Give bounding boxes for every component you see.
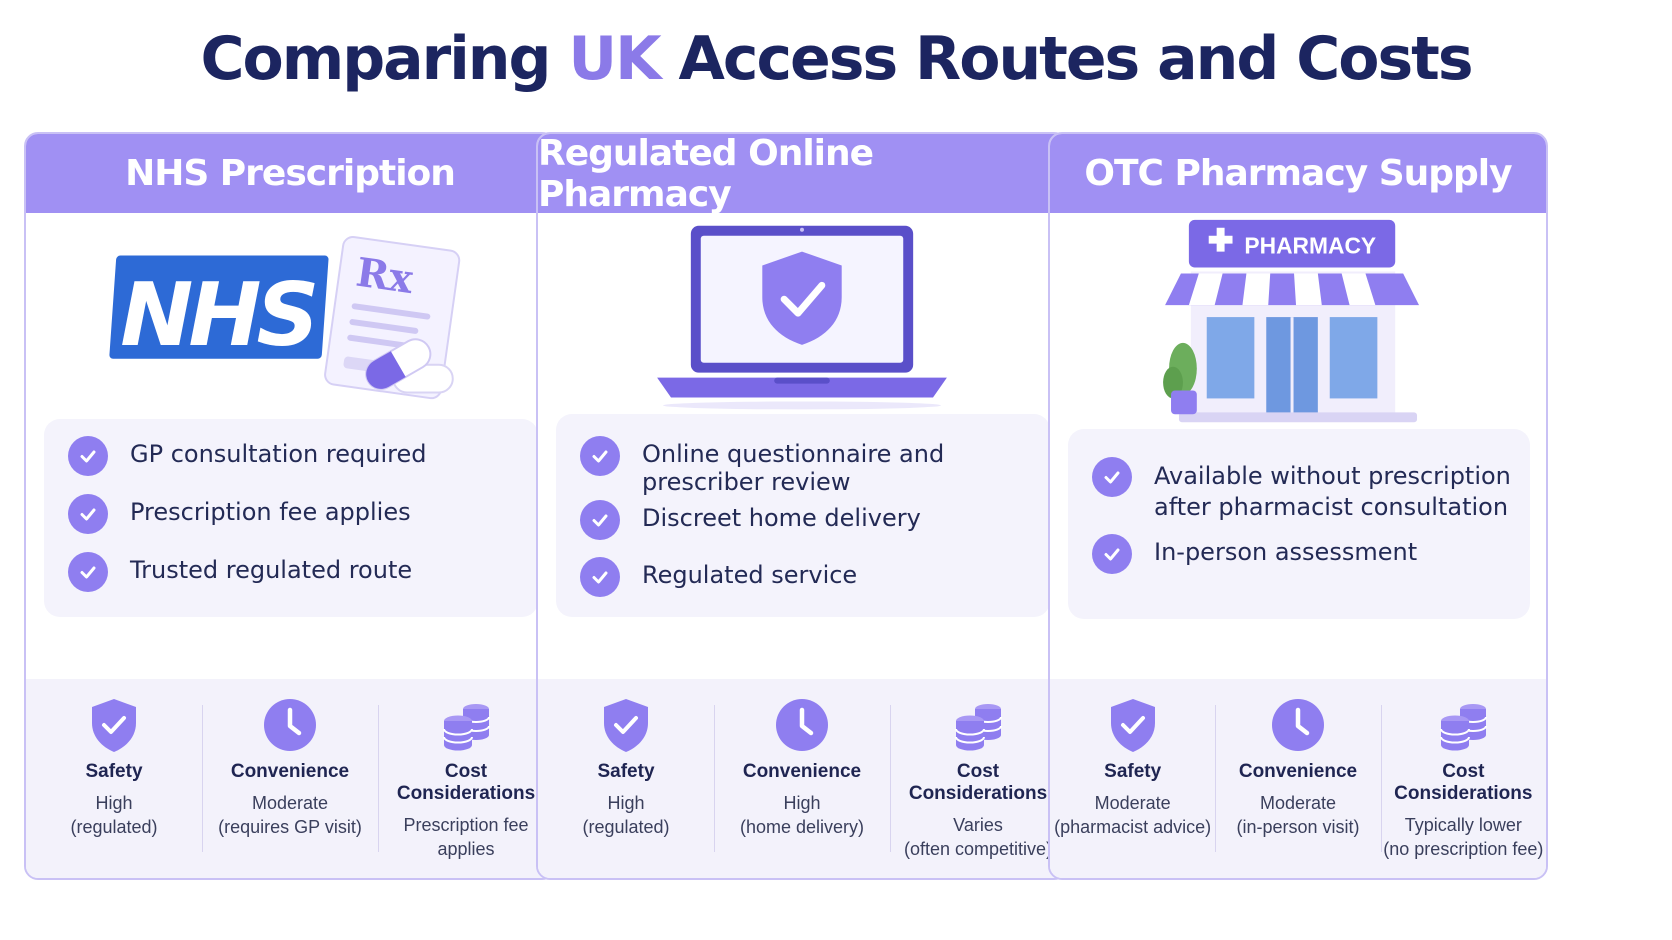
feature-text: Trusted regulated route — [130, 556, 413, 584]
stat-safety: Safety High (regulated) — [538, 679, 714, 878]
feature-text: GP consultation required — [130, 440, 427, 468]
feature-list: Online questionnaire and prescriber revi… — [556, 414, 1050, 617]
stat-convenience: Convenience High (home delivery) — [714, 679, 890, 878]
feature-text: Regulated service — [642, 561, 858, 589]
card-header: Regulated Online Pharmacy — [538, 132, 1066, 215]
card-header: OTC Pharmacy Supply — [1050, 134, 1546, 213]
stat-cost: Cost Considerations Prescription fee app… — [378, 679, 554, 878]
stat-value: High (home delivery) — [739, 793, 865, 837]
stat-value: Prescription fee applies — [403, 815, 529, 859]
coins-stack-icon — [1440, 704, 1488, 751]
stat-label: Safety — [85, 761, 143, 782]
card-nhs-prescription: NHS Prescription Rx NHS — [24, 132, 556, 880]
shield-check-icon — [762, 251, 842, 345]
pharmacy-storefront-icon: PHARMACY — [1165, 219, 1420, 423]
feature-item: Trusted regulated route — [68, 552, 522, 592]
nhs-logo-text: NHS — [120, 264, 315, 366]
feature-text: In-person assessment — [1154, 538, 1418, 566]
stat-label: Cost Considerations — [396, 761, 536, 804]
pill-capsules-icon — [365, 338, 454, 394]
nhs-illustration: Rx NHS — [109, 236, 461, 400]
card-header: NHS Prescription — [26, 134, 554, 213]
check-circle-icon — [68, 436, 108, 476]
stat-label: Safety — [1104, 761, 1162, 782]
check-circle-icon — [580, 436, 620, 476]
feature-text: Discreet home delivery — [642, 504, 921, 532]
stats-row: Safety High (regulated) Convenience Mode… — [26, 679, 554, 878]
coins-stack-icon — [443, 704, 490, 751]
feature-list: Available without prescription after pha… — [1068, 429, 1530, 619]
stat-value: High (regulated) — [70, 793, 158, 837]
stat-convenience: Convenience Moderate (in-person visit) — [1215, 679, 1380, 878]
clock-icon — [776, 699, 828, 751]
nhs-logo: NHS — [109, 255, 329, 366]
pharmacy-illustration: PHARMACY — [1163, 219, 1420, 423]
check-circle-icon — [1092, 534, 1132, 574]
check-circle-icon — [580, 500, 620, 540]
laptop-illustration — [657, 225, 947, 410]
stat-value: Moderate (in-person visit) — [1236, 793, 1360, 837]
feature-item: Online questionnaire and prescriber revi… — [580, 436, 1034, 496]
feature-item: Regulated service — [580, 557, 1034, 597]
stat-label: Cost Considerations — [1394, 761, 1533, 804]
feature-item: GP consultation required — [68, 436, 522, 476]
stat-value: Moderate (requires GP visit) — [218, 793, 362, 837]
feature-item: Discreet home delivery — [580, 500, 1034, 540]
coins-stack-icon — [955, 704, 1002, 751]
card-otc-pharmacy: OTC Pharmacy Supply PHARMACY — [1048, 132, 1548, 880]
check-circle-icon — [68, 494, 108, 534]
comparison-cards: NHS Prescription Rx NHS — [24, 132, 1648, 880]
clock-icon — [1271, 699, 1324, 751]
feature-list: GP consultation required Prescription fe… — [44, 419, 538, 617]
stat-label: Convenience — [742, 761, 862, 782]
stat-convenience: Convenience Moderate (requires GP visit) — [202, 679, 378, 878]
rx-text: Rx — [353, 250, 416, 303]
feature-item: In-person assessment — [1092, 534, 1514, 574]
pharmacy-sign-text: PHARMACY — [1244, 233, 1376, 259]
stat-cost: Cost Considerations Varies (often compet… — [890, 679, 1066, 878]
shield-check-icon — [92, 699, 136, 752]
stat-value: Moderate (pharmacist advice) — [1054, 793, 1212, 837]
stat-label: Convenience — [1238, 761, 1358, 782]
title-part-2: Access Routes and Costs — [659, 24, 1473, 94]
stat-label: Safety — [597, 761, 655, 782]
stat-value: High (regulated) — [582, 793, 670, 837]
card-title: NHS Prescription — [125, 153, 456, 194]
title-accent: UK — [568, 24, 661, 94]
stat-cost: Cost Considerations Typically lower (no … — [1380, 679, 1546, 878]
check-circle-icon — [1092, 457, 1132, 497]
feature-item: Available without prescription after pha… — [1092, 457, 1514, 523]
feature-text: Available without prescription after pha… — [1154, 462, 1511, 521]
stat-value: Varies (often competitive) — [903, 815, 1053, 859]
stat-label: Cost Considerations — [908, 761, 1048, 804]
stat-value: Typically lower (no prescription fee) — [1383, 815, 1544, 859]
check-circle-icon — [580, 557, 620, 597]
shield-check-icon — [604, 699, 648, 752]
feature-item: Prescription fee applies — [68, 494, 522, 534]
stat-label: Convenience — [230, 761, 350, 782]
card-online-pharmacy: Regulated Online Pharmacy Online questio… — [536, 132, 1068, 880]
feature-text: Online questionnaire and prescriber revi… — [642, 440, 945, 496]
feature-text: Prescription fee applies — [130, 498, 411, 526]
page-title: Comparing UK Access Routes and Costs — [0, 24, 1672, 94]
stats-row: Safety High (regulated) Convenience High… — [538, 679, 1066, 878]
check-circle-icon — [68, 552, 108, 592]
stat-safety: Safety High (regulated) — [26, 679, 202, 878]
clock-icon — [264, 699, 316, 751]
card-title: Regulated Online Pharmacy — [538, 132, 874, 215]
shield-check-icon — [1110, 699, 1155, 752]
card-title: OTC Pharmacy Supply — [1084, 153, 1512, 194]
stats-row: Safety Moderate (pharmacist advice) Conv… — [1050, 679, 1546, 878]
title-part-1: Comparing — [200, 24, 569, 94]
plant-icon — [1163, 342, 1197, 415]
stat-safety: Safety Moderate (pharmacist advice) — [1050, 679, 1215, 878]
